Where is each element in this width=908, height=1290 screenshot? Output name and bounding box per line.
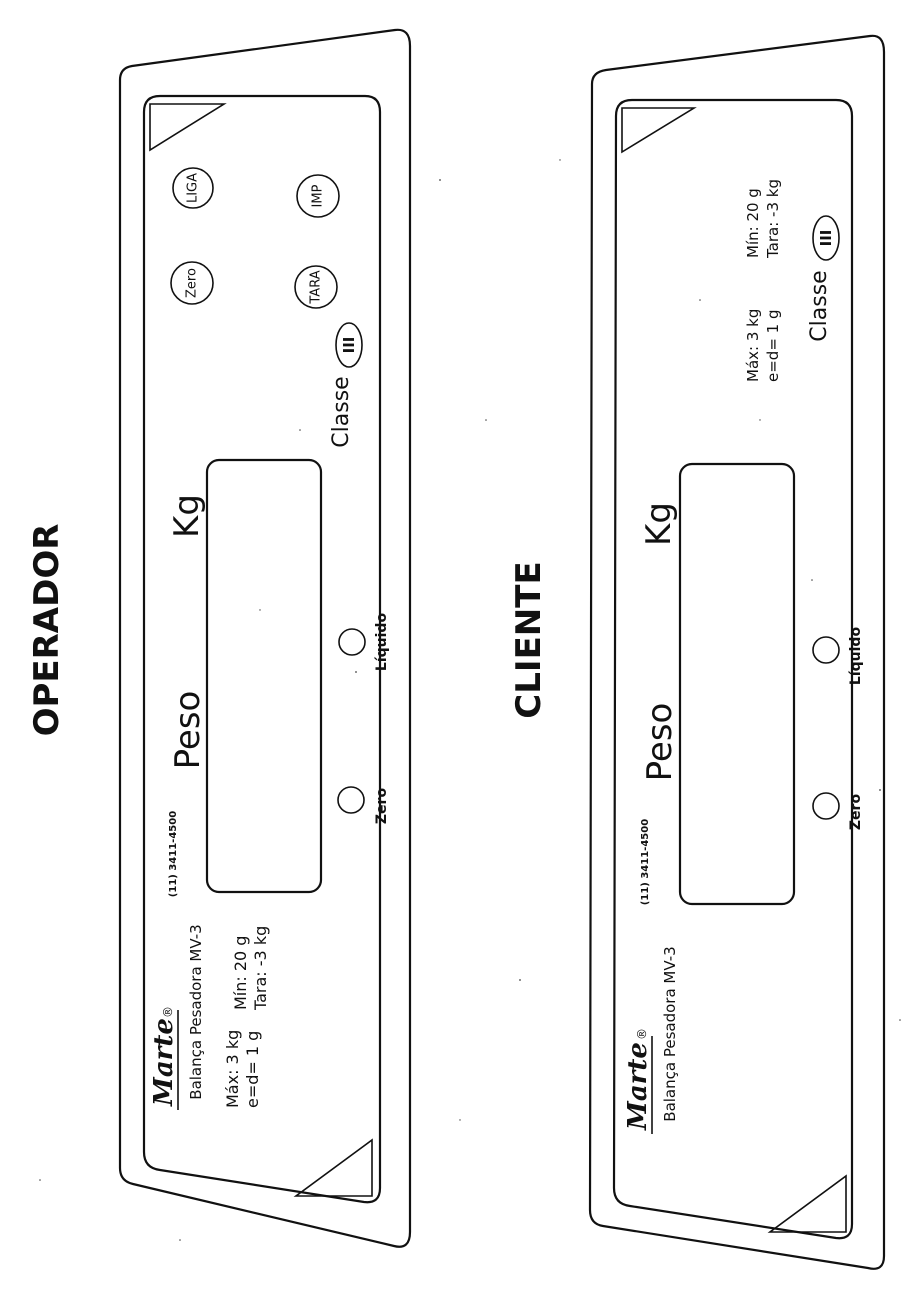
operador-display-window [205, 458, 323, 894]
cliente-liquido-indicator [812, 636, 840, 664]
cliente-inner-frame [612, 98, 854, 1240]
operador-class-badge [335, 322, 363, 368]
operador-zero-indicator [337, 786, 365, 814]
operador-liga-key[interactable]: LIGA [172, 167, 214, 209]
operador-unit: Kg [167, 494, 207, 538]
cliente-brand-logo: Marte [623, 1042, 653, 1131]
operador-tara-key[interactable]: TARA [294, 265, 338, 309]
operador-peso-label: Peso [168, 691, 208, 770]
cliente-peso-label: Peso [640, 703, 680, 782]
operador-phone: (11) 3411-4500 [168, 811, 179, 897]
svg-text:TARA: TARA [309, 270, 324, 304]
svg-text:LIGA: LIGA [186, 173, 201, 203]
operador-brand-logo: Marte [149, 1018, 179, 1107]
cliente-spec-min: Mín: 20 g [744, 188, 762, 258]
operador-liquido-indicator [338, 628, 366, 656]
operador-outer-frame [118, 28, 412, 1248]
scan-noise [39, 159, 901, 1241]
cliente-model: Balança Pesadora MV-3 [661, 946, 679, 1121]
operador-inner-frame [142, 94, 382, 1204]
cliente-unit: Kg [639, 502, 679, 546]
operador-class-label: Classe [329, 376, 354, 447]
cliente-spec-max: Máx: 3 kg [744, 309, 762, 382]
cliente-outer-frame [588, 34, 886, 1270]
cliente-class-value: III [817, 230, 835, 247]
operador-brand-mark: ® [161, 1006, 175, 1018]
cliente-heading: CLIENTE [509, 561, 549, 718]
cliente-spec-ed: e=d= 1 g [764, 310, 782, 383]
svg-text:IMP: IMP [311, 184, 326, 207]
operador-panel: OPERADOR LIGA Zero IMP TARA Classe II [27, 28, 412, 1248]
cliente-corner-bottom [767, 1174, 847, 1233]
operador-model: Balança Pesadora MV-3 [187, 924, 205, 1099]
cliente-class-badge [812, 215, 840, 261]
operador-spec-min: Mín: 20 g [231, 936, 250, 1010]
cliente-phone: (11) 3411-4500 [640, 819, 651, 905]
cliente-brand-mark: ® [635, 1028, 649, 1040]
operador-class-value: III [340, 337, 358, 354]
svg-text:Zero: Zero [185, 268, 200, 298]
operador-spec-max: Máx: 3 kg [223, 1030, 242, 1108]
operador-liquido-label: Líquido [374, 613, 390, 672]
operador-spec-tara: Tara: -3 kg [251, 926, 270, 1011]
operador-spec-ed: e=d= 1 g [243, 1031, 262, 1108]
cliente-zero-indicator [812, 792, 840, 820]
operador-imp-key[interactable]: IMP [296, 174, 340, 218]
operador-zero-label: Zero [374, 788, 390, 825]
cliente-corner-top [621, 107, 697, 154]
operador-corner-bottom [293, 1138, 373, 1197]
operador-corner-top [149, 103, 227, 152]
operador-zero-key[interactable]: Zero [170, 261, 214, 305]
cliente-class-label: Classe [807, 270, 832, 341]
cliente-zero-label: Zero [848, 794, 864, 831]
cliente-liquido-label: Líquido [848, 627, 864, 686]
cliente-panel: CLIENTE Mín: 20 g Tara: -3 kg Máx: 3 kg … [509, 34, 886, 1270]
cliente-spec-tara: Tara: -3 kg [764, 179, 782, 259]
operador-heading: OPERADOR [27, 524, 67, 737]
cliente-display-window [678, 462, 796, 906]
